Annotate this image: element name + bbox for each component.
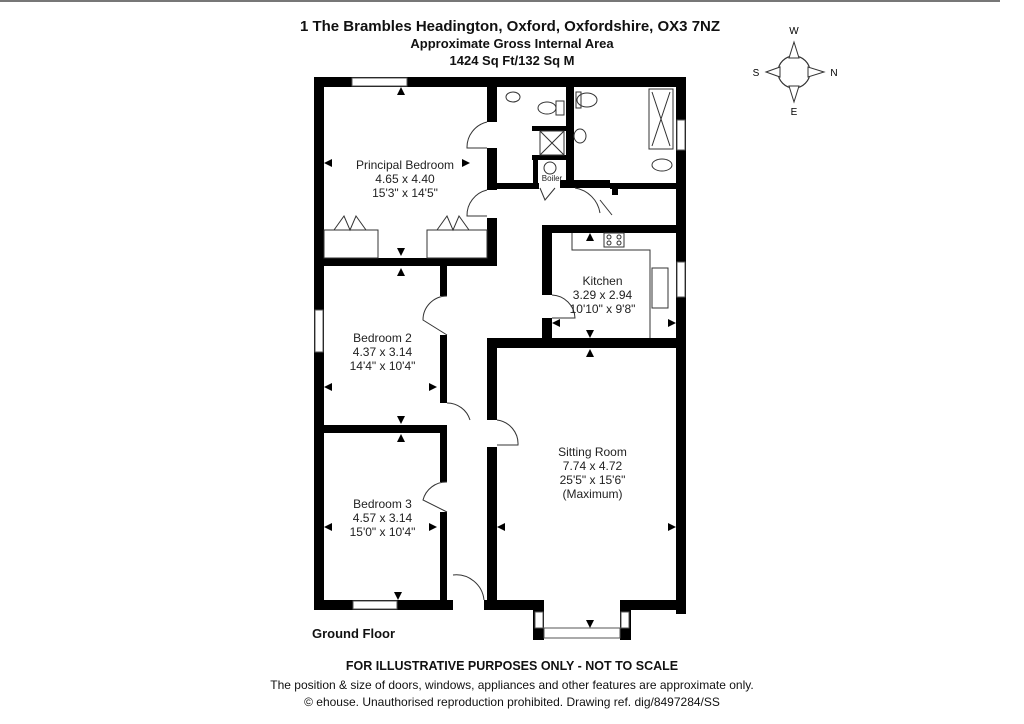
room-name: Sitting Room [558, 445, 627, 459]
room-name: Bedroom 2 [353, 331, 412, 345]
room-imperial: 15'3" x 14'5" [372, 186, 438, 200]
room-principal-bedroom: Principal Bedroom 4.65 x 4.40 15'3" x 14… [330, 158, 480, 200]
room-metric: 4.57 x 3.14 [352, 511, 413, 525]
compass-west: W [789, 26, 799, 37]
area-title: Approximate Gross Internal Area [410, 36, 614, 51]
compass-south: S [753, 68, 760, 79]
room-imperial: 14'4" x 10'4" [349, 359, 416, 373]
room-imperial: 10'10" x 9'8" [569, 302, 636, 316]
room-imperial: 25'5" x 15'6" [559, 473, 626, 487]
compass-icon: W S N E [753, 26, 838, 118]
room-name: Bedroom 3 [353, 497, 412, 511]
room-metric: 4.37 x 3.14 [352, 345, 413, 359]
room-kitchen: Kitchen 3.29 x 2.94 10'10" x 9'8" [560, 274, 645, 316]
room-metric: 3.29 x 2.94 [572, 288, 633, 302]
disclaimer-title: FOR ILLUSTRATIVE PURPOSES ONLY - NOT TO … [345, 659, 679, 673]
copyright-text: © ehouse. Unauthorised reproduction proh… [304, 695, 720, 709]
property-address: 1 The Brambles Headington, Oxford, Oxfor… [299, 18, 721, 35]
room-bedroom-3: Bedroom 3 4.57 x 3.14 15'0" x 10'4" [330, 497, 435, 539]
room-name: Principal Bedroom [355, 158, 455, 172]
room-sitting-room: Sitting Room 7.74 x 4.72 25'5" x 15'6" (… [530, 445, 655, 501]
room-metric: 4.65 x 4.40 [375, 172, 435, 186]
room-imperial: 15'0" x 10'4" [349, 525, 416, 539]
area-value: 1424 Sq Ft/132 Sq M [449, 53, 575, 68]
compass-north: N [830, 68, 837, 79]
room-note: (Maximum) [562, 487, 623, 501]
top-border-line [0, 0, 1000, 2]
disclaimer-text: The position & size of doors, windows, a… [270, 678, 754, 692]
room-name: Kitchen [582, 274, 623, 288]
room-metric: 7.74 x 4.72 [562, 459, 623, 473]
room-bedroom-2: Bedroom 2 4.37 x 3.14 14'4" x 10'4" [330, 331, 435, 373]
compass-east: E [791, 107, 798, 118]
floor-label: Ground Floor [312, 626, 396, 641]
boiler-label: Boiler [542, 174, 563, 183]
